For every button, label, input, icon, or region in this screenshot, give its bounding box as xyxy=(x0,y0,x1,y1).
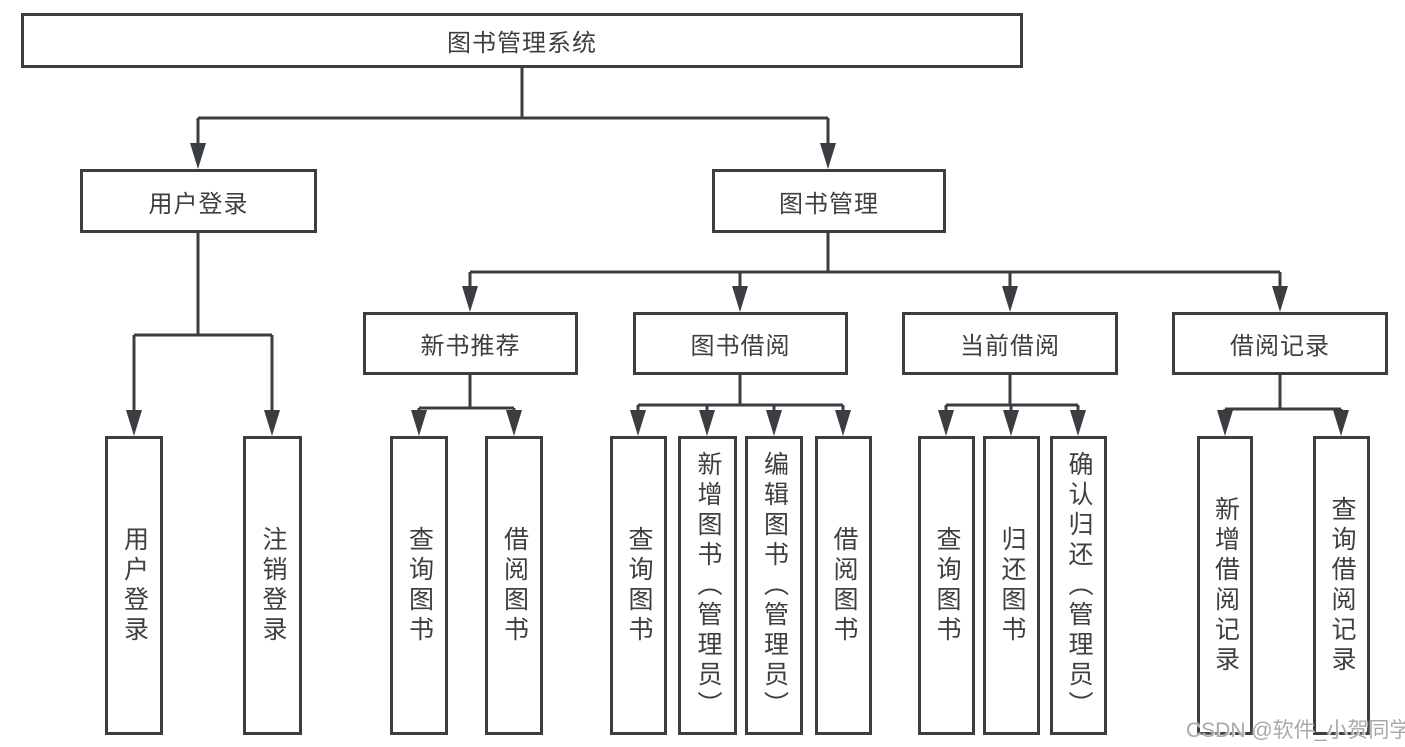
leaf-cb-return-book: 归还图书 xyxy=(983,436,1040,735)
leaf-nb-query-book-label: 查询图书 xyxy=(405,525,434,646)
leaf-bb-query-book: 查询图书 xyxy=(610,436,667,735)
leaf-br-add-record-label: 新增借阅记录 xyxy=(1211,495,1240,676)
leaf-cb-query-book-label: 查询图书 xyxy=(933,525,961,646)
connector-segments xyxy=(132,68,1343,412)
node-new-book-recommend-label: 新书推荐 xyxy=(420,333,521,360)
leaf-bb-borrow-book-label: 借阅图书 xyxy=(830,525,858,646)
node-new-book-recommend: 新书推荐 xyxy=(363,312,578,375)
leaf-bb-add-book-admin-label: 新增图书（管理员） xyxy=(694,450,722,721)
arrowhead xyxy=(126,410,142,436)
arrowhead xyxy=(1003,410,1019,436)
arrowhead xyxy=(1333,410,1349,436)
node-borrow-records-label: 借阅记录 xyxy=(1230,333,1330,360)
node-borrow-records: 借阅记录 xyxy=(1172,312,1388,375)
leaf-br-query-record: 查询借阅记录 xyxy=(1313,436,1370,735)
arrowhead xyxy=(411,410,427,436)
node-root: 图书管理系统 xyxy=(21,13,1023,68)
arrowhead xyxy=(699,410,715,436)
leaf-user-login-label: 用户登录 xyxy=(120,525,149,646)
arrowhead xyxy=(630,410,646,436)
leaf-cb-confirm-return-admin: 确认归还（管理员） xyxy=(1050,436,1107,735)
leaf-bb-query-book-label: 查询图书 xyxy=(625,525,653,646)
arrowhead xyxy=(506,410,522,436)
arrowhead xyxy=(938,410,954,436)
leaf-nb-borrow-book-label: 借阅图书 xyxy=(500,525,529,646)
arrowhead xyxy=(1272,286,1288,312)
leaf-bb-edit-book-admin-label: 编辑图书（管理员） xyxy=(760,450,789,721)
node-book-management: 图书管理 xyxy=(712,169,946,233)
arrowhead xyxy=(820,143,836,169)
leaf-nb-query-book: 查询图书 xyxy=(390,436,448,735)
arrowhead xyxy=(766,410,782,436)
arrowhead xyxy=(462,286,478,312)
node-book-management-label: 图书管理 xyxy=(779,190,879,218)
arrowhead xyxy=(1070,410,1086,436)
node-current-borrow-label: 当前借阅 xyxy=(960,333,1060,360)
arrowheads xyxy=(126,143,1349,436)
node-user-login: 用户登录 xyxy=(80,169,317,233)
watermark: CSDN @软件_小贺同学 xyxy=(1186,719,1405,742)
leaf-cb-query-book: 查询图书 xyxy=(918,436,975,735)
leaf-br-add-record: 新增借阅记录 xyxy=(1197,436,1253,735)
arrowhead xyxy=(835,410,851,436)
node-current-borrow: 当前借阅 xyxy=(902,312,1118,375)
leaf-cb-confirm-return-admin-label: 确认归还（管理员） xyxy=(1065,450,1093,721)
leaf-bb-borrow-book: 借阅图书 xyxy=(815,436,872,735)
node-book-borrow: 图书借阅 xyxy=(633,312,848,375)
leaf-br-query-record-label: 查询借阅记录 xyxy=(1328,495,1356,676)
node-root-label: 图书管理系统 xyxy=(447,30,597,57)
arrowhead xyxy=(1002,286,1018,312)
arrowhead xyxy=(190,143,206,169)
leaf-user-login: 用户登录 xyxy=(105,436,163,735)
arrowhead xyxy=(264,410,280,436)
node-book-borrow-label: 图书借阅 xyxy=(690,333,791,360)
leaf-bb-edit-book-admin: 编辑图书（管理员） xyxy=(745,436,803,735)
leaf-logout-label: 注销登录 xyxy=(259,525,287,646)
leaf-bb-add-book-admin: 新增图书（管理员） xyxy=(678,436,737,735)
node-user-login-label: 用户登录 xyxy=(148,190,249,218)
leaf-cb-return-book-label: 归还图书 xyxy=(998,525,1026,646)
arrowhead xyxy=(732,286,748,312)
leaf-logout: 注销登录 xyxy=(243,436,302,735)
leaf-nb-borrow-book: 借阅图书 xyxy=(485,436,543,735)
arrowhead xyxy=(1217,410,1233,436)
